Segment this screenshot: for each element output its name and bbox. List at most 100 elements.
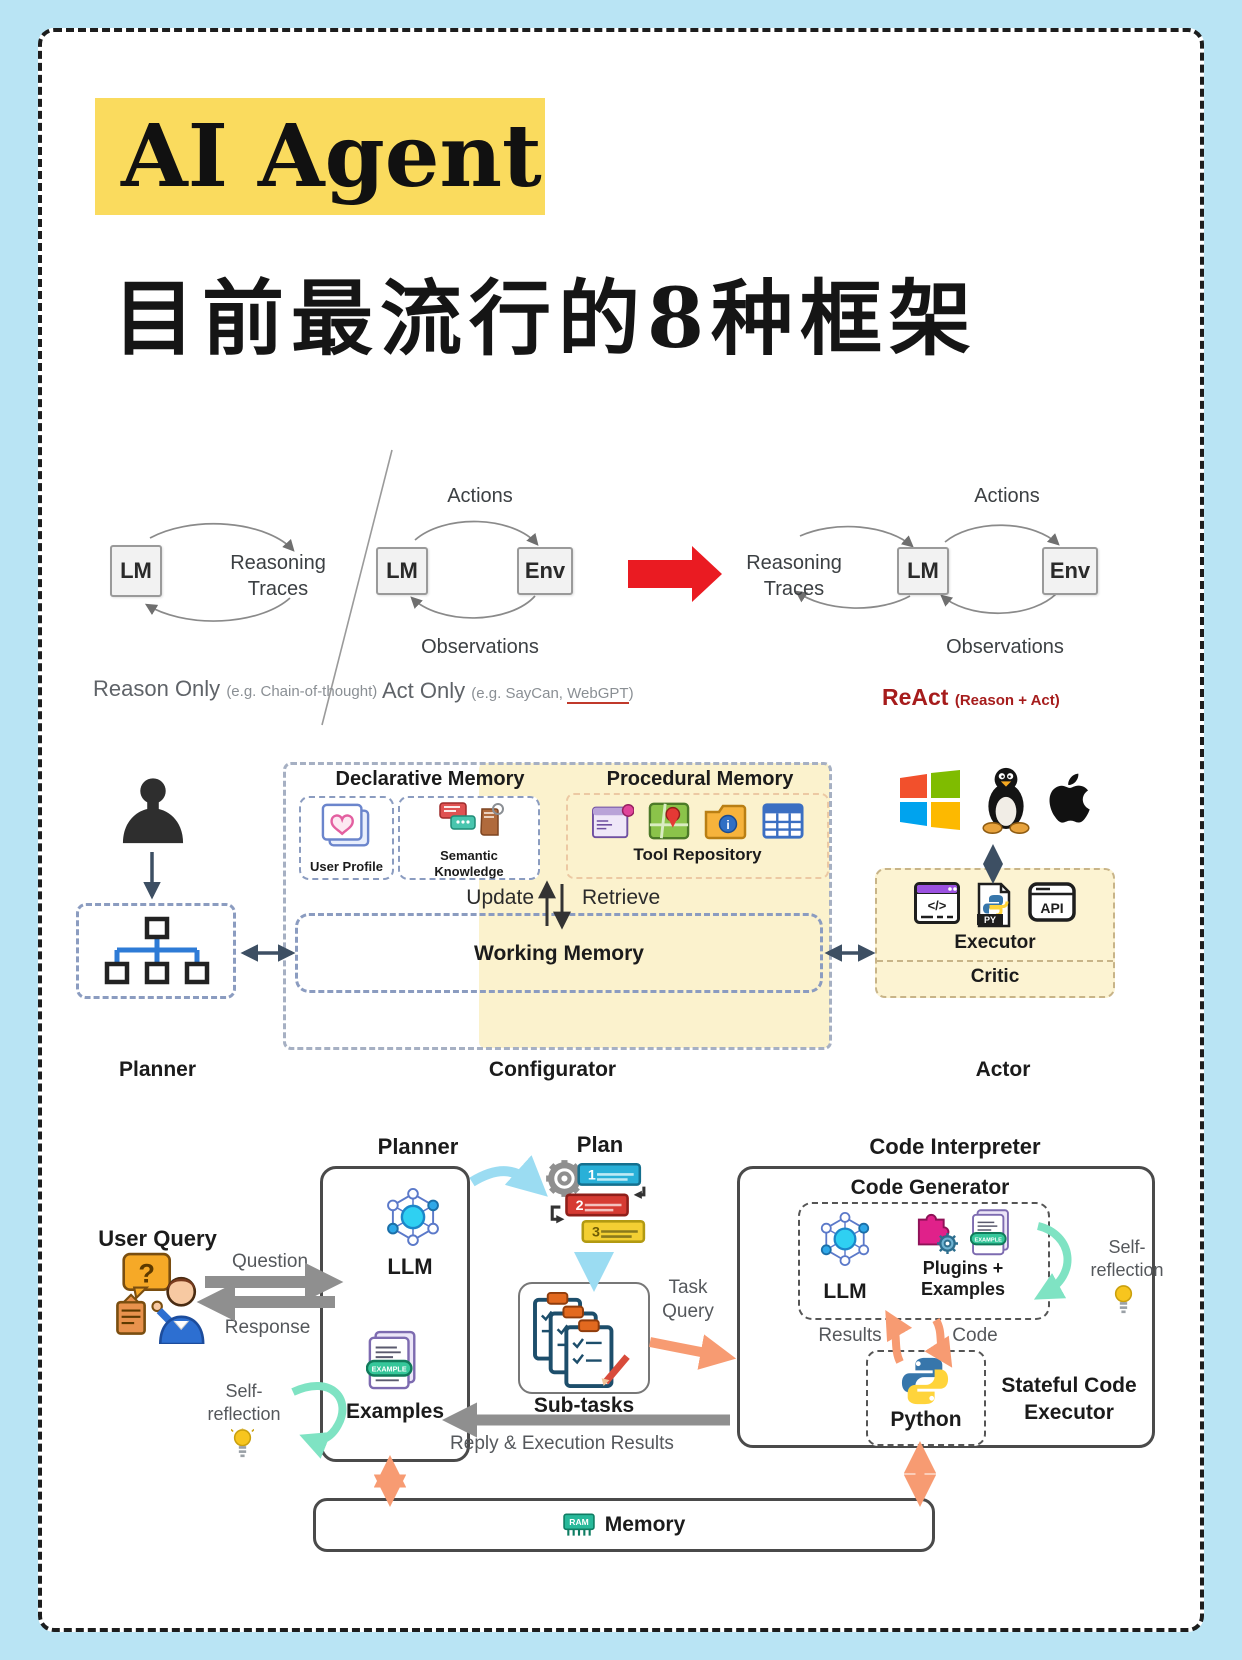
reasoning-traces-label-react: Reasoning Traces <box>746 552 842 600</box>
tool-repository-box: i Tool Repository <box>566 793 829 879</box>
svg-text:API: API <box>1040 900 1063 916</box>
memory-label: Memory <box>604 1513 686 1536</box>
heart-card-icon <box>321 803 370 847</box>
critic-label: Critic <box>970 966 1020 987</box>
env-box-react: Env <box>1042 547 1098 595</box>
python-label: Python <box>890 1408 962 1431</box>
results-label: Results <box>818 1325 882 1346</box>
webgpt-link: WebGPT <box>567 685 629 704</box>
user-query-label: User Query <box>98 1226 217 1251</box>
procedural-memory-title: Procedural Memory <box>606 768 794 790</box>
configurator-outline <box>283 762 832 1050</box>
linux-tux-icon <box>982 767 1030 834</box>
plugins-label: Plugins + Examples <box>920 1258 1006 1299</box>
llm-network-icon <box>387 1188 439 1246</box>
task-query-label: Task Query <box>662 1277 714 1322</box>
svg-text:2: 2 <box>576 1198 584 1214</box>
lightbulb-icon-2 <box>1114 1285 1133 1314</box>
reasoning-traces-label: Reasoning Traces <box>230 552 326 600</box>
svg-text:PY: PY <box>984 915 996 925</box>
title-badge: AI Agent <box>95 98 545 215</box>
ram-icon: RAM <box>563 1513 595 1536</box>
executor-label: Executor <box>954 932 1036 953</box>
architecture-arrows <box>143 844 1003 962</box>
act-only-caption: Act Only (e.g. SayCan, WebGPT) <box>382 678 634 704</box>
user-profile-box: User Profile <box>299 796 394 880</box>
planner-section-label: Planner <box>118 1058 197 1081</box>
svg-text:EXAMPLE: EXAMPLE <box>974 1237 1002 1243</box>
react-caption: ReAct (Reason + Act) <box>882 684 1060 710</box>
observations-label-react: Observations <box>946 636 1064 658</box>
pipeline-planner-title: Planner <box>377 1134 459 1159</box>
llm-network-icon-2 <box>820 1212 870 1266</box>
map-icon <box>648 802 689 840</box>
observations-label: Observations <box>421 636 539 658</box>
windows-logo-icon <box>900 770 960 830</box>
reply-results-label: Reply & Execution Results <box>450 1433 674 1454</box>
puzzle-gear-icon <box>917 1213 958 1254</box>
update-label: Update <box>466 886 534 909</box>
lm-box-act: LM <box>376 547 428 595</box>
svg-text:RAM: RAM <box>569 1517 588 1527</box>
configurator-section-label: Configurator <box>488 1058 617 1081</box>
hierarchy-icon <box>104 916 210 985</box>
examples-document-icon-2: EXAMPLE <box>970 1209 1009 1256</box>
response-label: Response <box>224 1317 311 1338</box>
page-title: 目前最流行的8种框架 <box>113 271 979 367</box>
code-generator-title: Code Generator <box>850 1176 1010 1199</box>
python-file-icon: PY <box>977 882 1011 928</box>
lightbulb-icon <box>231 1428 254 1458</box>
subtasks-clipboard-icon <box>533 1291 630 1388</box>
person-icon <box>122 778 184 844</box>
question-label: Question <box>231 1251 309 1272</box>
api-icon: API <box>1028 882 1076 922</box>
subtasks-label: Sub-tasks <box>533 1394 635 1417</box>
llm-label: LLM <box>387 1254 433 1279</box>
code-window-icon <box>591 804 634 839</box>
user-profile-label: User Profile <box>310 859 383 874</box>
user-question-icon: ? <box>116 1252 205 1344</box>
react-loops-graphic <box>144 449 1060 726</box>
divider-line <box>321 449 393 726</box>
declarative-memory-title: Declarative Memory <box>335 768 525 790</box>
apple-logo-icon <box>1049 773 1090 823</box>
lm-label: LM <box>120 558 152 583</box>
env-box-act: Env <box>517 547 573 595</box>
svg-text:i: i <box>726 818 729 832</box>
svg-text:?: ? <box>138 1257 155 1288</box>
lm-box-reason: LM <box>110 545 162 597</box>
actions-label: Actions <box>447 485 513 507</box>
planner-box <box>76 903 236 999</box>
examples-document-icon: EXAMPLE <box>366 1330 416 1390</box>
svg-text:1: 1 <box>588 1168 596 1184</box>
code-editor-icon: </> <box>914 882 960 924</box>
table-icon <box>761 803 804 839</box>
chat-book-icon <box>439 802 504 836</box>
pipeline-arrows <box>196 1155 1072 1507</box>
svg-text:EXAMPLE: EXAMPLE <box>372 1365 407 1374</box>
red-arrow-icon <box>628 546 722 602</box>
tool-repository-label: Tool Repository <box>633 845 762 864</box>
llm-label-2: LLM <box>823 1280 867 1303</box>
svg-text:</>: </> <box>928 898 947 913</box>
svg-text:3: 3 <box>592 1225 600 1241</box>
folder-icon: i <box>704 804 746 840</box>
lm-box-react: LM <box>897 547 949 595</box>
self-reflection-left-label: Self- reflection <box>207 1381 281 1424</box>
plan-title: Plan <box>576 1132 624 1157</box>
self-reflection-right-label: Self- reflection <box>1090 1237 1164 1280</box>
memory-bar: RAM Memory <box>313 1498 935 1552</box>
title-badge-text: AI Agent <box>121 106 542 207</box>
semantic-knowledge-box: Semantic Knowledge <box>398 796 540 880</box>
actor-box: </> PY API Executor Critic <box>875 868 1115 998</box>
reason-only-caption: Reason Only (e.g. Chain-of-thought) <box>93 676 378 701</box>
code-generator-box <box>798 1202 1050 1320</box>
plan-steps-icon: 1 2 3 <box>546 1160 646 1243</box>
working-memory-label: Working Memory <box>474 942 644 965</box>
retrieve-label: Retrieve <box>582 886 661 909</box>
code-label: Code <box>952 1325 998 1346</box>
semantic-knowledge-label: Semantic Knowledge <box>434 848 504 879</box>
examples-label: Examples <box>345 1400 445 1423</box>
actions-label-react: Actions <box>974 485 1040 507</box>
